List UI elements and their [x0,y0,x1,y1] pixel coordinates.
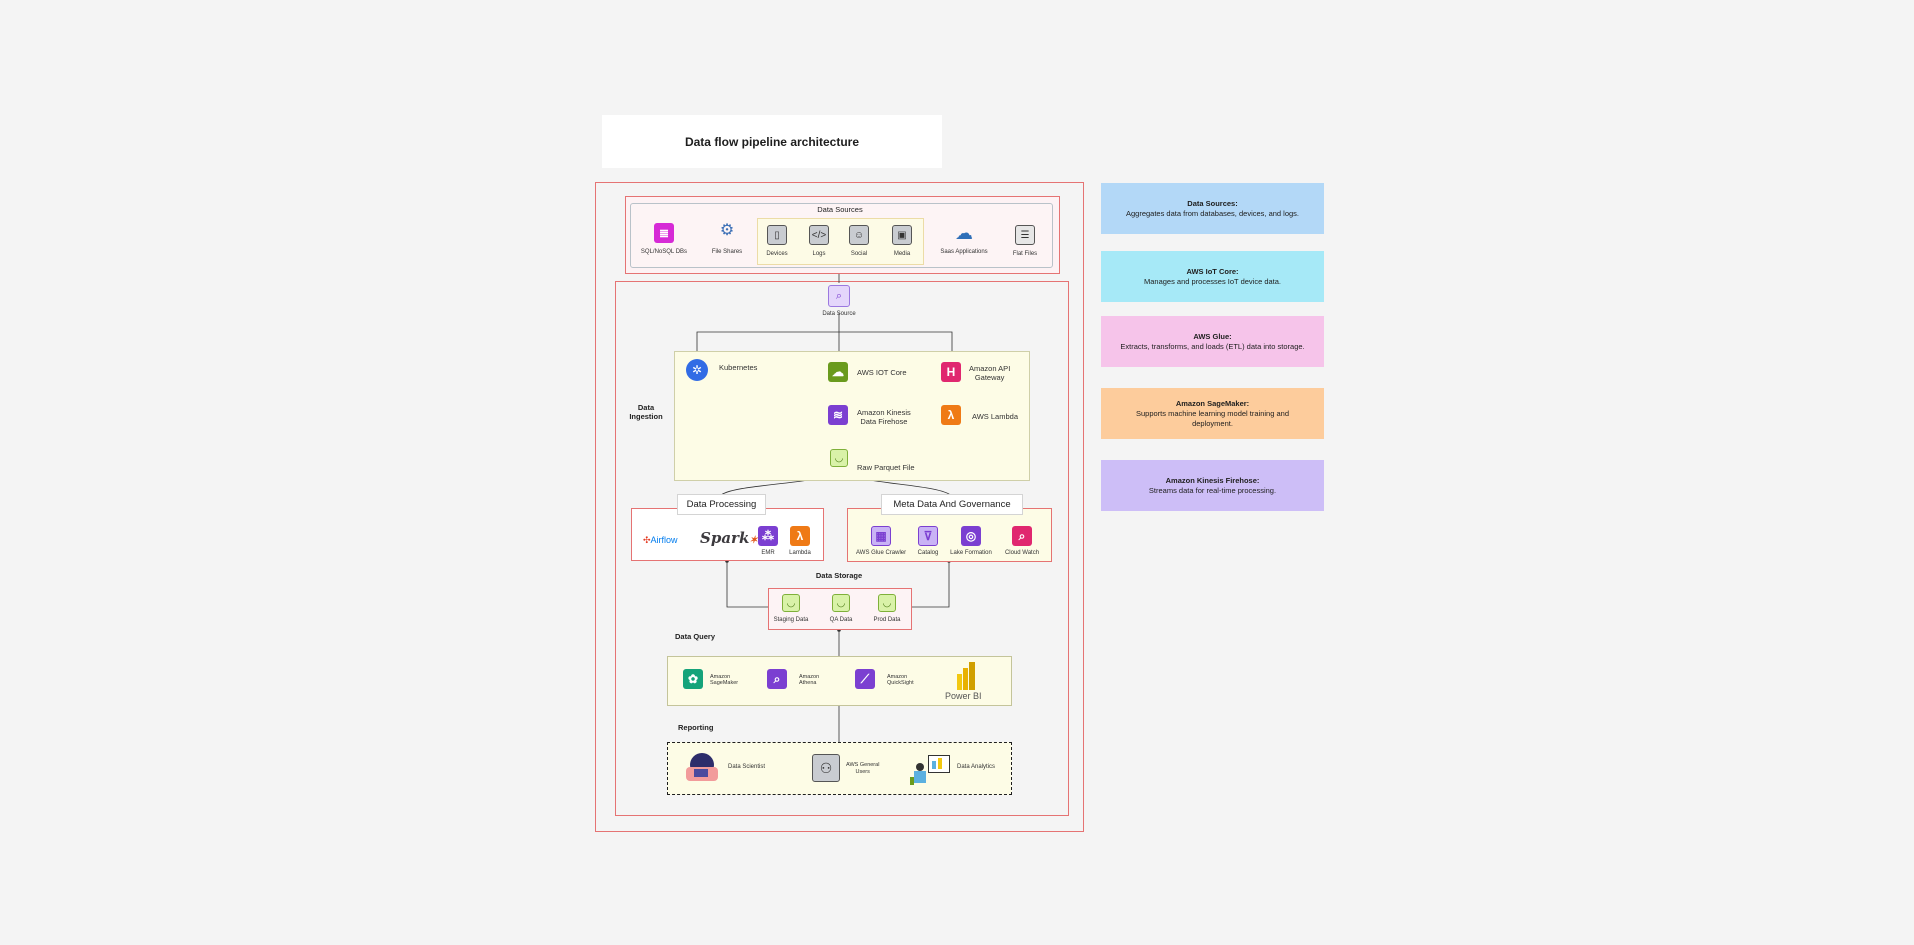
note-title: AWS IoT Core: [1186,266,1239,276]
catalog-icon: ⊽ [918,526,938,546]
data-analytics-illustration [910,751,952,785]
lake-formation-icon: ◎ [961,526,981,546]
query-group [667,656,1012,706]
spark-logo: Spark✶ [700,529,758,547]
lake-formation-label: Lake Formation [950,550,992,556]
data-source-label: Data Source [822,311,856,317]
lambda-icon: λ [941,405,961,425]
cloudwatch-label: Cloud Watch [1004,550,1040,556]
outer-frame [595,182,1084,832]
staging-data-label: Staging Data [773,617,809,623]
data-scientist-illustration [684,751,724,785]
ingestion-group [674,351,1030,481]
lambda-label: AWS Lambda [972,412,1018,421]
iot-core-icon: ☁ [828,362,848,382]
source-label-media: Media [893,251,911,257]
logs-icon: </> [809,225,829,245]
note-title: Amazon Kinesis Firehose: [1165,475,1260,485]
note-kinesis: Amazon Kinesis Firehose: Streams data fo… [1101,460,1324,511]
prod-data-label: Prod Data [873,617,901,623]
cloud-wifi-icon: ☁ [955,223,973,243]
data-source-icon: ⌕ [828,285,850,307]
kubernetes-label: Kubernetes [719,363,758,372]
note-text: Extracts, transforms, and loads (ETL) da… [1120,341,1305,351]
page-title: Data flow pipeline architecture [602,115,942,168]
source-label-saas: Saas Applications [940,249,988,255]
bucket-icon: ◡ [782,594,800,612]
users-icon: ⚇ [812,754,840,782]
lambda-processing-label: Lambda [789,550,811,556]
file-shares-icon: ⚙ [719,222,735,239]
note-data-sources: Data Sources: Aggregates data from datab… [1101,183,1324,234]
processing-header: Data Processing [677,494,766,515]
storage-header: Data Storage [815,571,863,580]
note-text: Aggregates data from databases, devices,… [1125,208,1300,218]
social-icon: ☺ [849,225,869,245]
lambda-icon: λ [790,526,810,546]
media-icon: ▣ [892,225,912,245]
source-label-logs: Logs [812,251,826,257]
note-title: AWS Glue: [1193,331,1232,341]
query-header: Data Query [675,632,716,641]
note-title: Amazon SageMaker: [1175,398,1250,408]
bucket-icon: ◡ [830,449,848,467]
note-iot-core: AWS IoT Core: Manages and processes IoT … [1101,251,1324,302]
note-text: Manages and processes IoT device data. [1143,276,1282,286]
data-scientist-label: Data Scientist [728,764,766,770]
iot-core-label: AWS IOT Core [857,368,907,377]
bucket-icon: ◡ [878,594,896,612]
source-label-file-shares: File Shares [711,249,743,255]
note-title: Data Sources: [1187,198,1238,208]
governance-header: Meta Data And Governance [881,494,1023,515]
flat-files-icon: ☰ [1015,225,1035,245]
airflow-logo: ✣Airflow [643,535,678,545]
sagemaker-icon: ✿ [683,669,703,689]
api-gateway-icon: H [941,362,961,382]
power-bi-label: Power BI [945,691,982,701]
power-bi-icon [957,662,979,690]
source-label-flat-files: Flat Files [1012,251,1038,257]
emr-icon: ⁂ [758,526,778,546]
glue-crawler-icon: ▦ [871,526,891,546]
note-sagemaker: Amazon SageMaker: Supports machine learn… [1101,388,1324,439]
source-label-sql: SQL/NoSQL DBs [640,249,688,255]
devices-icon: ▯ [767,225,787,245]
note-text: Supports machine learning model training… [1135,408,1289,428]
note-glue: AWS Glue: Extracts, transforms, and load… [1101,316,1324,367]
data-analytics-label: Data Analytics [956,764,996,770]
glue-crawler-label: AWS Glue Crawler [856,550,907,556]
source-label-devices: Devices [766,251,788,257]
raw-parquet-label: Raw Parquet File [857,463,915,472]
bucket-icon: ◡ [832,594,850,612]
kinesis-firehose-icon: ≋ [828,405,848,425]
athena-icon: ⌕ [767,669,787,689]
kubernetes-icon: ✲ [686,359,708,381]
qa-data-label: QA Data [829,617,853,623]
catalog-label: Catalog [917,550,939,556]
source-label-social: Social [850,251,868,257]
data-sources-header: Data Sources [817,205,863,214]
quicksight-icon: ⟋ [855,669,875,689]
pipeline-frame [615,281,1069,816]
emr-label: EMR [761,550,775,556]
cloudwatch-icon: ⌕ [1012,526,1032,546]
note-text: Streams data for real-time processing. [1148,485,1277,495]
reporting-header: Reporting [678,723,714,732]
database-icon: ≣ [654,223,674,243]
